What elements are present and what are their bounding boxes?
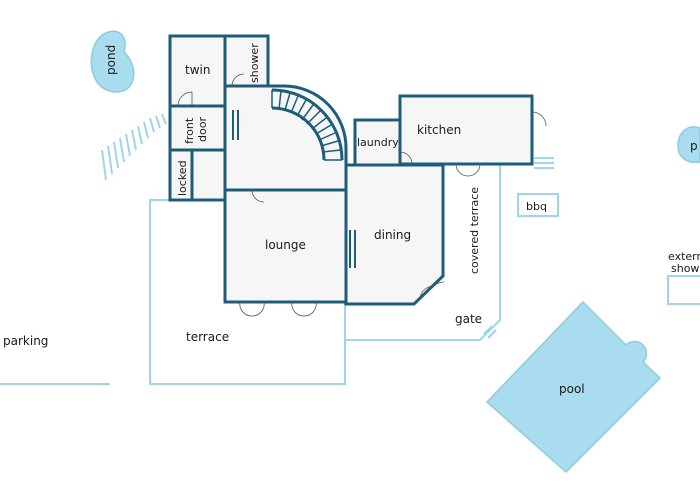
pond-right [677, 126, 700, 164]
laundry-room [353, 118, 402, 167]
label-pond-left: pond [104, 45, 118, 75]
kitchen-room [398, 94, 534, 166]
window-marks [232, 110, 356, 268]
label-pool: pool [559, 382, 585, 396]
kitchen-steps [534, 157, 554, 169]
shower-room [223, 34, 270, 88]
label-covered-terrace: covered terrace [468, 187, 481, 274]
label-laundry: laundry [357, 136, 399, 149]
label-terrace: terrace [186, 330, 229, 344]
pool [485, 300, 662, 474]
label-kitchen: kitchen [417, 123, 461, 137]
bbq-box [517, 193, 559, 217]
external-shower-box [667, 275, 700, 305]
label-dining: dining [374, 228, 411, 242]
pond-left [90, 30, 135, 93]
gate-marks [483, 325, 497, 339]
stair-hall [223, 84, 348, 192]
label-lounge: lounge [265, 238, 306, 252]
outdoor-outlines [0, 157, 700, 385]
lounge-room [223, 188, 348, 304]
label-bbq: bbq [526, 200, 547, 213]
covered-terrace-outline [345, 165, 501, 341]
label-parking: parking [3, 334, 48, 348]
label-gate: gate [455, 312, 482, 326]
label-front-door-2: door [196, 117, 209, 142]
label-twin: twin [185, 63, 210, 77]
dining-room [344, 163, 445, 306]
door-swings [177, 73, 547, 317]
label-shower: shower [248, 43, 261, 83]
spiral-stairs [271, 88, 344, 161]
label-locked: locked [176, 160, 189, 196]
building [168, 34, 534, 306]
hall-strip [190, 148, 227, 202]
label-pond-right: p [690, 139, 698, 153]
label-front-door-1: front [183, 117, 196, 144]
label-external-shower-1: extern [668, 250, 700, 263]
label-external-shower-2: show [671, 262, 699, 275]
entrance-stairs [101, 113, 167, 181]
